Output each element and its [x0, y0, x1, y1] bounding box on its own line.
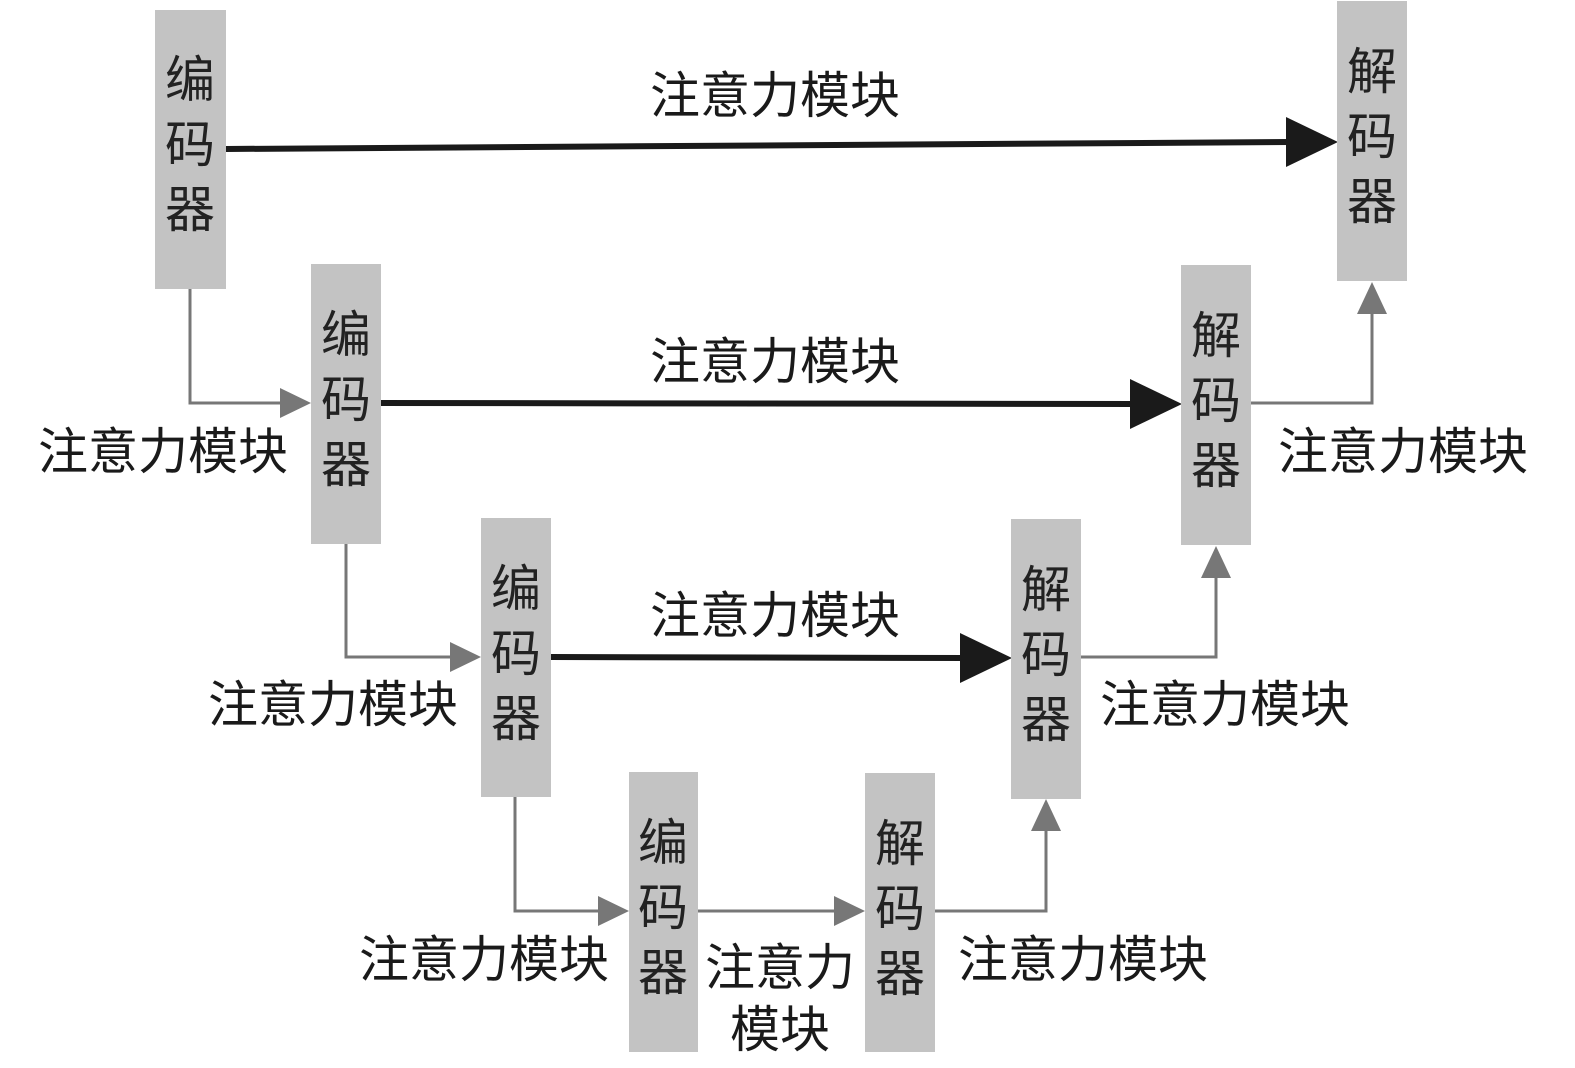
down-arrow-head: [450, 642, 481, 672]
down-arrow-line: [188, 289, 282, 405]
up-connection-3: [1251, 282, 1387, 405]
encoder-char: 编: [321, 306, 371, 364]
decoder-block-3: 解 码 器: [1011, 519, 1081, 799]
decoder-char: 解: [1347, 43, 1397, 101]
encoder-box: [629, 772, 698, 1052]
encoder-char: 码: [321, 371, 371, 429]
skip-connection-2: [380, 379, 1182, 429]
skip-arrow-head: [960, 633, 1012, 683]
up-arrow-line: [935, 829, 1048, 913]
skip-attention-label-2: 注意力模块: [650, 333, 900, 391]
encoder-block-1: 编 码 器: [155, 10, 226, 289]
encoder-char: 器: [321, 436, 371, 494]
encoder-char: 器: [638, 944, 688, 1002]
decoder-block-1: 解 码 器: [1337, 1, 1407, 281]
encoder-char: 器: [165, 181, 215, 239]
skip-arrow-head: [1286, 117, 1338, 167]
skip-arrow-line: [225, 139, 1291, 152]
bottleneck-connection: [698, 896, 865, 926]
down-connection-1: [188, 289, 311, 418]
up-arrow-line: [1251, 312, 1374, 405]
encoder-block-3: 编 码 器: [481, 518, 551, 797]
decoder-block-4: 解 码 器: [865, 773, 935, 1052]
down-arrow-head: [280, 388, 311, 418]
encoder-char: 编: [165, 51, 215, 109]
encoder-char: 器: [491, 690, 541, 748]
up-connection-2: [1081, 546, 1231, 659]
up-attention-label-1: 注意力模块: [958, 931, 1208, 989]
up-arrow-head: [1357, 282, 1387, 314]
down-arrow-line: [513, 797, 600, 913]
bottleneck-attention-label-line2: 模块: [730, 1001, 830, 1059]
up-attention-label-3: 注意力模块: [1278, 423, 1528, 481]
decoder-block-2: 解 码 器: [1181, 265, 1251, 545]
encoder-box: [311, 264, 381, 544]
skip-attention-label-3: 注意力模块: [650, 587, 900, 645]
skip-attention-label-1: 注意力模块: [650, 67, 900, 125]
decoder-box: [1337, 1, 1407, 281]
down-arrow-head: [598, 896, 629, 926]
decoder-char: 码: [875, 880, 925, 938]
decoder-char: 器: [1347, 173, 1397, 231]
up-connection-1: [935, 799, 1061, 913]
encoder-block-2: 编 码 器: [311, 264, 381, 544]
skip-arrow-line: [550, 654, 965, 661]
down-attention-label-2: 注意力模块: [208, 676, 458, 734]
encoder-box: [155, 10, 226, 289]
skip-connection-3: [550, 633, 1012, 683]
down-connection-2: [344, 544, 481, 672]
down-attention-label-1: 注意力模块: [38, 423, 288, 481]
down-attention-label-3: 注意力模块: [359, 931, 609, 989]
encoder-char: 码: [638, 879, 688, 937]
up-arrow-head: [1031, 799, 1061, 831]
decoder-char: 码: [1347, 108, 1397, 166]
decoder-char: 器: [1191, 437, 1241, 495]
encoder-char: 编: [638, 814, 688, 872]
decoder-char: 解: [1021, 561, 1071, 619]
down-arrow-line: [344, 544, 452, 659]
down-connection-3: [513, 797, 629, 926]
encoder-box: [481, 518, 551, 797]
skip-connection-1: [225, 117, 1338, 167]
decoder-box: [865, 773, 935, 1052]
up-arrow-head: [1201, 546, 1231, 578]
decoder-char: 解: [1191, 307, 1241, 365]
decoder-box: [1181, 265, 1251, 545]
decoder-char: 码: [1191, 372, 1241, 430]
skip-arrow-line: [380, 400, 1135, 407]
up-arrow-line: [1081, 576, 1218, 659]
encoder-char: 码: [165, 116, 215, 174]
bottleneck-attention-label-line1: 注意力: [705, 939, 855, 997]
encoder-char: 码: [491, 625, 541, 683]
decoder-char: 码: [1021, 626, 1071, 684]
decoder-box: [1011, 519, 1081, 799]
decoder-char: 器: [1021, 691, 1071, 749]
decoder-char: 解: [875, 815, 925, 873]
bottleneck-arrow-head: [834, 896, 865, 926]
encoder-block-4: 编 码 器: [629, 772, 698, 1052]
encoder-char: 编: [491, 560, 541, 618]
up-attention-label-2: 注意力模块: [1100, 676, 1350, 734]
decoder-char: 器: [875, 945, 925, 1003]
skip-arrow-head: [1130, 379, 1182, 429]
